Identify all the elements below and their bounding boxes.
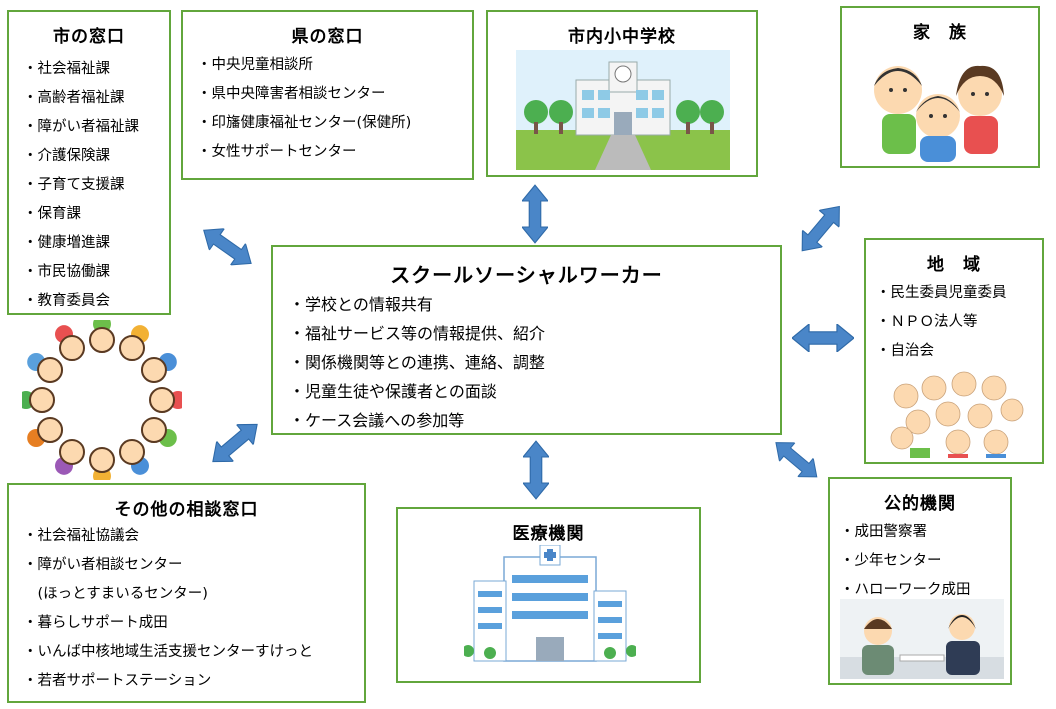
public-agencies-list: 成田警察署少年センターハローワーク成田 xyxy=(830,518,1010,605)
list-item: 教育委員会 xyxy=(23,287,169,316)
hospital-building-image xyxy=(464,545,636,662)
list-item: 福祉サービス等の情報提供、紹介 xyxy=(289,319,780,348)
other-windows-list: 社会福祉協議会障がい者相談センター (ほっとすまいるセンター) 暮らしサポート成田い… xyxy=(9,522,364,696)
community-title: 地 域 xyxy=(927,255,981,275)
list-item: 学校との情報共有 xyxy=(289,290,780,319)
list-item: 市民協働課 xyxy=(23,258,169,287)
person-head xyxy=(119,335,145,362)
list-item: 障がい者福祉課 xyxy=(23,113,169,142)
family-box: 家 族 xyxy=(840,6,1040,168)
ssw-title: スクールソーシャルワーカー xyxy=(390,263,663,287)
people-circle-illustration xyxy=(22,320,182,480)
person-head xyxy=(37,357,64,383)
list-item: 社会福祉課 xyxy=(23,55,169,84)
pref-window-list: 中央児童相談所県中央障害者相談センター印旛健康福祉センター(保健所)女性サポート… xyxy=(183,51,472,167)
list-item: 保育課 xyxy=(23,200,169,229)
family-illustration xyxy=(874,65,1004,162)
person-head xyxy=(59,335,85,362)
schools-box: 市内小中学校 xyxy=(486,10,758,177)
schools-title: 市内小中学校 xyxy=(568,27,676,47)
public-agencies-title: 公的機関 xyxy=(884,494,956,514)
list-item: 少年センター xyxy=(840,547,1010,576)
person-head xyxy=(119,438,145,465)
list-item: いんば中核地域生活支援センターすけっと xyxy=(23,638,364,667)
list-item: 子育て支援課 xyxy=(23,171,169,200)
public-agencies-box: 公的機関 成田警察署少年センターハローワーク成田 xyxy=(828,477,1012,685)
city-window-title: 市の窓口 xyxy=(53,27,125,47)
arrow-ssw-public xyxy=(774,436,820,482)
family-title: 家 族 xyxy=(913,23,967,43)
list-item: (ほっとすまいるセンター) xyxy=(37,586,208,602)
person-head xyxy=(89,447,115,473)
arrow-ssw-school xyxy=(522,184,548,244)
community-crowd-illustration xyxy=(890,371,1024,458)
person-head xyxy=(37,417,64,443)
arrow-ssw-city xyxy=(196,219,260,275)
arrow-ssw-community xyxy=(792,324,854,352)
city-window-box: 市の窓口 社会福祉課高齢者福祉課障がい者福祉課介護保険課子育て支援課保育課健康増… xyxy=(7,10,171,315)
other-windows-title: その他の相談窓口 xyxy=(114,500,259,520)
consultation-illustration xyxy=(840,599,1004,679)
list-item: ケース会議への参加等 xyxy=(289,406,780,435)
list-item: 中央児童相談所 xyxy=(197,51,472,80)
list-item: 自治会 xyxy=(876,337,1042,366)
community-box: 地 域 民生委員児童委員ＮＰＯ法人等自治会 xyxy=(864,238,1044,464)
school-building-image xyxy=(516,50,730,170)
list-item: ハローワーク成田 xyxy=(840,576,1010,605)
list-item: 介護保険課 xyxy=(23,142,169,171)
pref-window-box: 県の窓口 中央児童相談所県中央障害者相談センター印旛健康福祉センター(保健所)女… xyxy=(181,10,474,180)
arrow-ssw-medical xyxy=(523,440,549,500)
list-item: 健康増進課 xyxy=(23,229,169,258)
list-item: 児童生徒や保護者との面談 xyxy=(289,377,780,406)
list-item: 成田警察署 xyxy=(840,518,1010,547)
medical-box: 医療機関 xyxy=(396,507,701,683)
person-head xyxy=(149,387,175,413)
other-windows-box: その他の相談窓口 社会福祉協議会障がい者相談センター (ほっとすまいるセンター) 暮… xyxy=(7,483,366,703)
list-item: 若者サポートステーション xyxy=(23,667,364,696)
list-item: 高齢者福祉課 xyxy=(23,84,169,113)
pref-window-title: 県の窓口 xyxy=(291,27,364,47)
list-item: 暮らしサポート成田 xyxy=(23,609,364,638)
list-item: 社会福祉協議会 xyxy=(23,522,364,551)
list-item: 民生委員児童委員 xyxy=(876,279,1042,308)
list-item: 県中央障害者相談センター xyxy=(197,80,472,109)
arrow-ssw-family xyxy=(792,197,848,260)
list-item: ＮＰＯ法人等 xyxy=(876,308,1042,337)
list-item: 女性サポートセンター xyxy=(197,138,472,167)
ssw-box: スクールソーシャルワーカー 学校との情報共有福祉サービス等の情報提供、紹介関係機… xyxy=(271,245,782,435)
person-head xyxy=(29,387,55,413)
list-item: 印旛健康福祉センター(保健所) xyxy=(197,109,472,138)
city-window-list: 社会福祉課高齢者福祉課障がい者福祉課介護保険課子育て支援課保育課健康増進課市民協… xyxy=(9,55,169,316)
list-item: 障がい者相談センター xyxy=(23,551,364,580)
arrow-ssw-other xyxy=(204,413,266,473)
list-item: 関係機関等との連携、連絡、調整 xyxy=(289,348,780,377)
ssw-list: 学校との情報共有福祉サービス等の情報提供、紹介関係機関等との連携、連絡、調整児童… xyxy=(273,290,780,435)
person-head xyxy=(89,327,115,353)
community-list: 民生委員児童委員ＮＰＯ法人等自治会 xyxy=(866,279,1042,366)
medical-title: 医療機関 xyxy=(512,524,585,544)
person-head xyxy=(140,357,167,383)
person-head xyxy=(140,417,167,443)
person-head xyxy=(59,438,85,465)
